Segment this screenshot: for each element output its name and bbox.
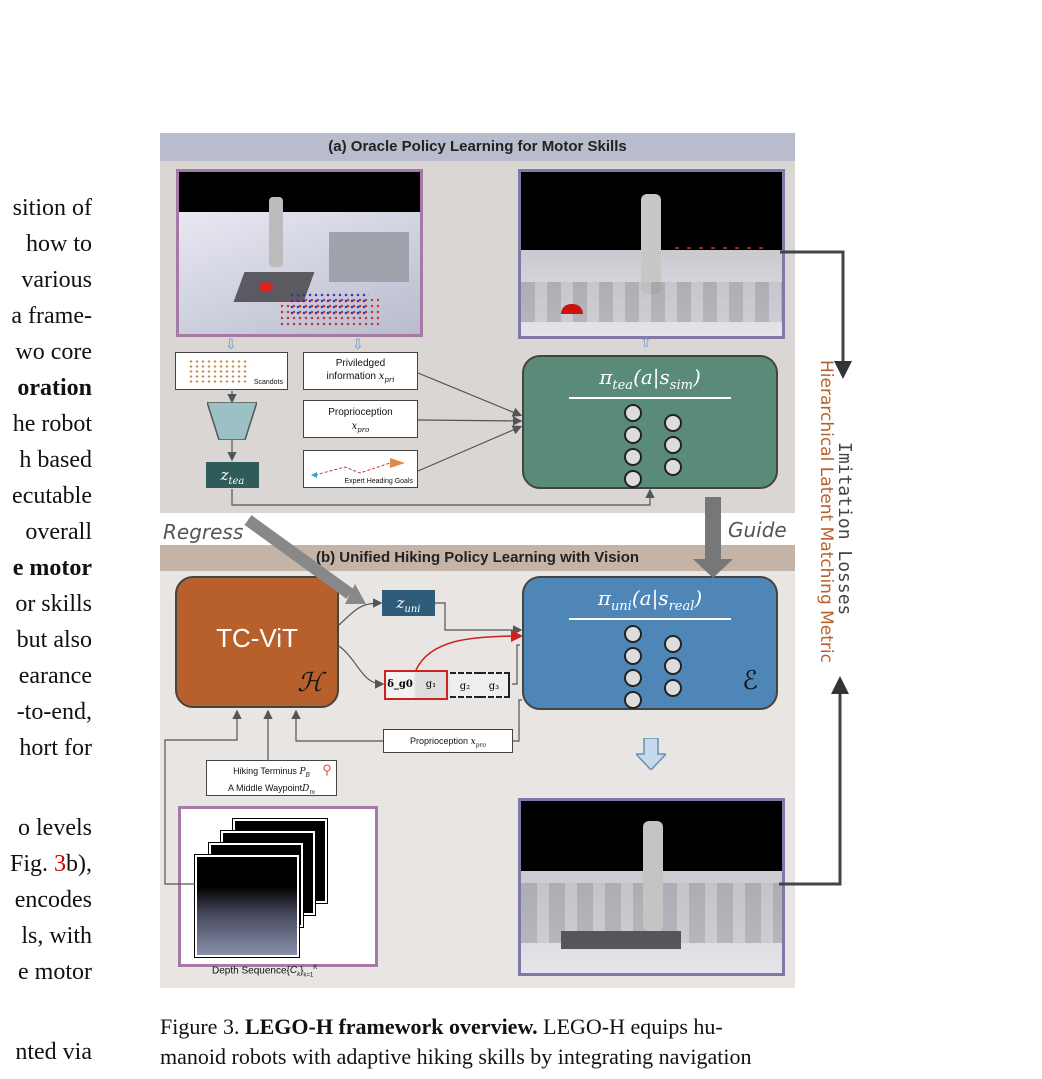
nn-node (624, 669, 642, 687)
heading-goals-arrows-icon (311, 458, 405, 478)
figure-caption: Figure 3. LEGO-H framework overview. LEG… (160, 1012, 880, 1072)
teacher-policy-title: πtea(a|ssim) (599, 365, 701, 393)
text-line: e motor (18, 959, 92, 985)
middle-waypoint-label: A Middle WaypointDm (227, 782, 316, 796)
text-line: o levels (18, 815, 92, 841)
guide-label: Guide (728, 518, 787, 542)
caption-line-2: manoid robots with adaptive hiking skill… (160, 1044, 752, 1069)
nn-node (624, 448, 642, 466)
proprioception-box: Proprioception xpro (303, 400, 418, 438)
z-uni-latent: zuni (382, 590, 435, 616)
expert-goals-label: Expert Heading Goals (344, 478, 413, 485)
current-goal-highlight (384, 670, 448, 700)
privileged-info-box: Priviledged information xpri (303, 352, 418, 390)
teacher-sim-image-walk (518, 169, 785, 339)
arrow-down-icon: ⇩ (352, 337, 364, 353)
text-line: e motor (12, 555, 92, 581)
scandots-label: Scandots (253, 379, 283, 386)
text-line: h based (19, 447, 92, 473)
location-pin-icon: ⚲ (322, 762, 332, 777)
text-line: encodes (14, 887, 92, 913)
z-tea-latent: ztea (206, 462, 259, 488)
arrow-up-icon: ⇧ (640, 335, 652, 351)
text-line: Fig. 3b), (9, 851, 92, 877)
teacher-policy-underline (569, 397, 731, 399)
text-line: overall (25, 519, 92, 545)
privileged-label-1: Priviledged (335, 358, 386, 369)
text-line: earance (18, 663, 92, 689)
teacher-sim-image-scandots (176, 169, 423, 337)
text-line: various (21, 267, 92, 293)
caption-line-1: Figure 3. LEGO-H framework overview. LEG… (160, 1014, 723, 1039)
tcvit-encoder: TC-ViT ℋ (175, 576, 339, 708)
text-line: or skills (15, 591, 92, 617)
text-line: nted via (15, 1039, 92, 1065)
scandots-encoder (205, 401, 259, 441)
hiking-terminus-label: Hiking Terminus PB (233, 766, 310, 779)
nn-node (664, 635, 682, 653)
text-line: oration (17, 375, 92, 401)
nn-node (664, 436, 682, 454)
text-line: he robot (12, 411, 92, 437)
nn-node (664, 414, 682, 432)
depth-frame (194, 854, 300, 958)
waypoint-box: Hiking Terminus PB A Middle WaypointDm ⚲ (206, 760, 337, 796)
nn-node (624, 625, 642, 643)
unified-policy-network: πuni(a|sreal) ℰ (522, 576, 778, 710)
regress-label: Regress (163, 520, 244, 544)
text-line: wo core (15, 339, 92, 365)
depth-sequence-label: Depth Sequence{Ck}k=1K (212, 965, 318, 979)
encoder-symbol: ℰ (742, 666, 758, 696)
unified-policy-title: πuni(a|sreal) (597, 586, 703, 614)
nn-node (624, 691, 642, 709)
student-sim-image (518, 798, 785, 976)
panel-a-title: (a) Oracle Policy Learning for Motor Ski… (160, 133, 795, 161)
text-line: but also (16, 627, 92, 653)
tcvit-symbol: ℋ (297, 668, 323, 698)
scandots-box: Scandots (175, 352, 288, 390)
panel-a-connectors (227, 250, 852, 506)
goal-cell: g₂ (450, 672, 480, 698)
nn-node (624, 647, 642, 665)
text-line: -to-end, (16, 699, 92, 725)
text-line: sition of (12, 195, 92, 221)
nn-node (624, 470, 642, 488)
text-line: a frame- (11, 303, 92, 329)
text-line: hort for (19, 735, 92, 761)
proprioception-label: Proprioception (328, 407, 393, 418)
nn-node (664, 458, 682, 476)
teacher-policy-network: πtea(a|ssim) (522, 355, 778, 489)
nn-node (664, 657, 682, 675)
proprioception-b-box: Proprioception xpro (383, 729, 513, 753)
text-line: how to (26, 231, 92, 257)
arrow-down-icon (634, 737, 668, 772)
arrow-down-icon: ⇩ (225, 337, 237, 353)
expert-heading-goals-box: Expert Heading Goals (303, 450, 418, 488)
privileged-label-2: information xpri (326, 371, 395, 384)
unified-policy-underline (569, 618, 731, 620)
goal-cell: g₁ (416, 672, 446, 698)
nn-node (664, 679, 682, 697)
proprioception-symbol: xpro (351, 421, 370, 434)
text-line: ecutable (12, 483, 92, 509)
tcvit-label: TC-ViT (216, 623, 298, 653)
depth-sequence-frame (178, 806, 378, 967)
panel-b-title: (b) Unified Hiking Policy Learning with … (160, 545, 795, 571)
nn-node (624, 404, 642, 422)
text-line: ls, with (21, 923, 92, 949)
nn-node (624, 426, 642, 444)
goal-sequence: δ_g0 g₁ g₂ g₃ (384, 670, 512, 700)
goal-cell: g₃ (480, 672, 510, 698)
goal-cell: δ_g0 (386, 672, 414, 698)
